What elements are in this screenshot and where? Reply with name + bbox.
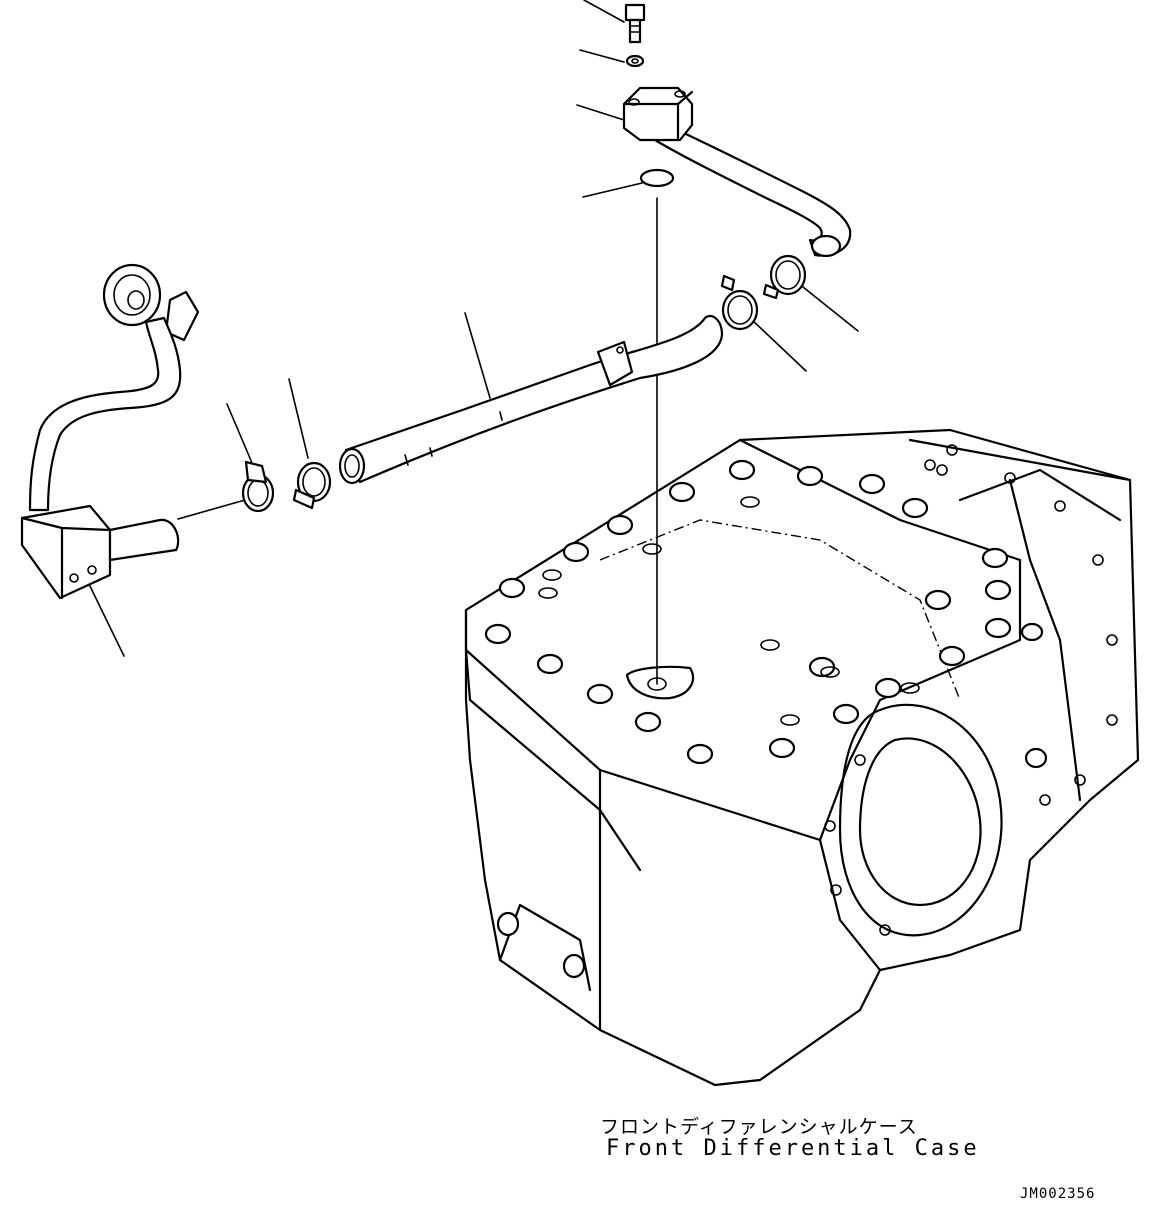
breather-pipe-part — [20, 263, 200, 600]
drawing-code: JM002356 — [1020, 1186, 1096, 1202]
hose-clamp-left-large — [292, 461, 332, 510]
hose-clamp-upper-right — [762, 254, 807, 300]
bolt-part — [624, 3, 646, 44]
o-ring-part — [639, 168, 675, 188]
hose-clamp-lower-right — [720, 274, 759, 331]
washer-part — [625, 54, 645, 68]
leader-lines — [87, 0, 859, 685]
caption-japanese: フロントディファレンシャルケース — [600, 1116, 918, 1138]
flange-tube-part — [622, 86, 852, 258]
hose-part — [338, 314, 724, 485]
differential-case — [464, 428, 1140, 1087]
hose-clamp-left-small — [241, 460, 275, 513]
case-bolts — [484, 444, 1118, 979]
caption-english: Front Differential Case — [606, 1136, 980, 1161]
